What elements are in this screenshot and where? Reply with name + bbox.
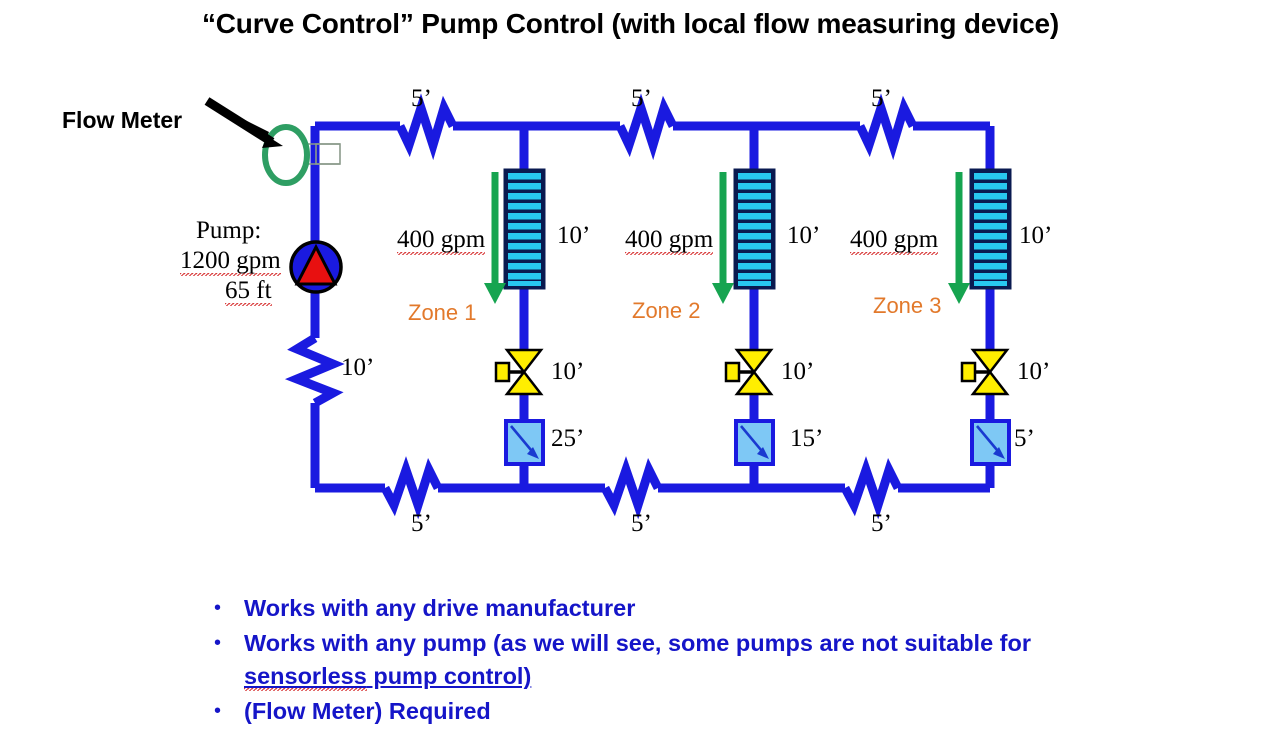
zone3-coil-length: 10’	[1019, 222, 1053, 249]
pipe-zigzag-bottom-2	[601, 456, 663, 520]
pipe-length-bottom-1: 5’	[411, 510, 432, 537]
zone1-coil	[503, 168, 546, 290]
bullet-2-sensorless: sensorless	[244, 663, 367, 691]
bullet-text-3: (Flow Meter) Required	[244, 698, 491, 724]
bullet-marker: •	[214, 632, 222, 654]
pipe-zigzag-bottom-3	[841, 456, 903, 520]
pipe-zigzag-left-riser	[284, 334, 345, 407]
zone1-coil-length: 10’	[557, 222, 591, 249]
zone3-balancing-valve	[970, 419, 1011, 466]
zone2-valve-actuator	[724, 361, 741, 383]
pipe-length-top-1: 5’	[411, 85, 432, 112]
pipe-length-top-3: 5’	[871, 85, 892, 112]
bullet-list: • Works with any drive manufacturer • Wo…	[200, 592, 1100, 730]
zone2-flow-value: 400 gpm	[625, 226, 714, 255]
pump-symbol	[289, 240, 343, 294]
bullet-marker: •	[214, 597, 222, 619]
pump-head-value: 65 ft	[225, 277, 272, 306]
pipe-zigzag-top-3	[855, 93, 918, 161]
pipe-length-bottom-2: 5’	[631, 510, 652, 537]
zone2-name-label: Zone 2	[632, 298, 701, 323]
list-item: • Works with any pump (as we will see, s…	[200, 627, 1100, 693]
zone2-control-valve	[724, 348, 774, 396]
zone3-control-valve	[960, 348, 1010, 396]
pump-flow-value: 1200 gpm	[180, 247, 281, 276]
flow-meter-icon	[262, 124, 310, 186]
zone3-valve-length: 10’	[1017, 358, 1051, 385]
zone3-flow-label: 400 gpm	[850, 226, 939, 255]
bullet-text-2: Works with any pump (as we will see, som…	[244, 627, 1100, 693]
list-item: • Works with any drive manufacturer	[200, 592, 1100, 625]
zone1-flow-value: 400 gpm	[397, 226, 486, 255]
pipe-length-left-riser: 10’	[341, 354, 375, 381]
zone2-coil	[733, 168, 776, 290]
pipe-length-top-2: 5’	[631, 85, 652, 112]
zone1-balancing-valve	[504, 419, 545, 466]
zone3-flow-arrow	[948, 172, 970, 304]
zone1-control-valve	[494, 348, 544, 396]
zone1-flow-label: 400 gpm	[397, 226, 486, 255]
flow-meter-label: Flow Meter	[62, 107, 183, 133]
pipe-length-bottom-3: 5’	[871, 510, 892, 537]
zone2-coil-length: 10’	[787, 222, 821, 249]
pipe-zigzag-top-1	[395, 93, 458, 161]
bullet-marker: •	[214, 700, 222, 722]
zone3-valve-actuator	[960, 361, 977, 383]
zone3-name-label: Zone 3	[873, 293, 942, 318]
zone1-balance-length: 25’	[551, 425, 585, 452]
zone3-balance-length: 5’	[1014, 425, 1035, 452]
flow-meter-symbol	[262, 124, 341, 186]
zone2-balance-length: 15’	[790, 425, 824, 452]
zone3-coil	[969, 168, 1012, 290]
zone2-flow-arrow	[712, 172, 734, 304]
pump-label-flow: 1200 gpm	[180, 247, 281, 276]
zone1-valve-length: 10’	[551, 358, 585, 385]
pipe-zigzag-bottom-1	[381, 456, 443, 520]
list-item: • (Flow Meter) Required	[200, 695, 1100, 728]
zone2-flow-label: 400 gpm	[625, 226, 714, 255]
pipe-zigzag-top-2	[615, 93, 678, 161]
bullet-text-1: Works with any drive manufacturer	[244, 595, 636, 621]
bullet-2-part2: pump control)	[366, 663, 532, 689]
zone1-flow-arrow	[484, 172, 506, 304]
pump-label-head: 65 ft	[225, 277, 272, 306]
zone2-valve-length: 10’	[781, 358, 815, 385]
zone2-balancing-valve	[734, 419, 775, 466]
pump-label-title: Pump:	[196, 217, 262, 244]
pump-impeller-triangle	[294, 243, 338, 286]
zone1-valve-actuator	[494, 361, 511, 383]
bullet-2-part1: Works with any pump (as we will see, som…	[244, 630, 1031, 656]
zone3-flow-value: 400 gpm	[850, 226, 939, 255]
zone1-name-label: Zone 1	[408, 300, 477, 325]
page-title: “Curve Control” Pump Control (with local…	[201, 8, 1060, 39]
flow-meter-pointer-arrow	[204, 97, 283, 148]
